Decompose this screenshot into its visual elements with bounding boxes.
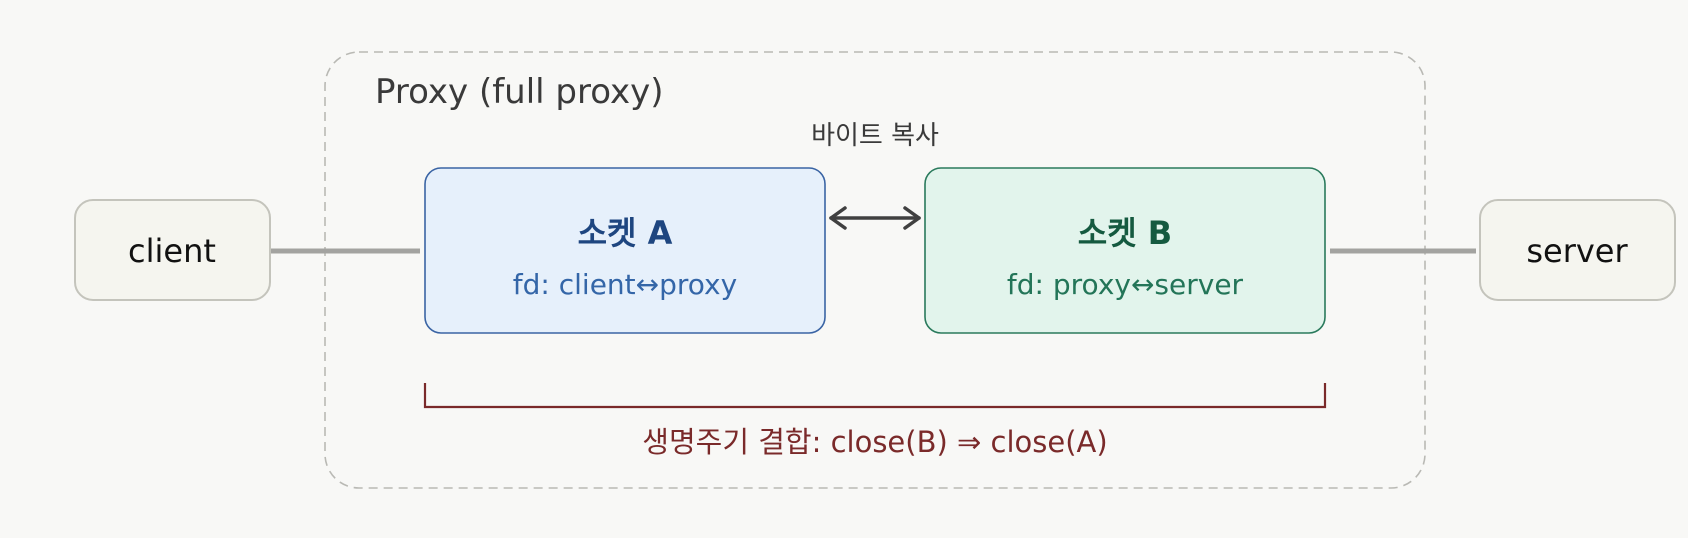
socket-b-fd: fd: proxy↔server: [1007, 268, 1244, 301]
byte-copy-label: 바이트 복사: [811, 121, 939, 151]
proxy-group-border: [324, 51, 1426, 489]
client-label: client: [128, 232, 216, 270]
server-node: [1479, 199, 1676, 301]
bidirectional-arrow-icon: [829, 206, 921, 230]
lifecycle-label: 생명주기 결합: close(B) ⇒ close(A): [642, 425, 1107, 459]
client-node: [74, 199, 271, 301]
socket-a-fd: fd: client↔proxy: [513, 268, 737, 301]
socket-b-title: 소켓 B: [1078, 214, 1172, 252]
server-label: server: [1526, 232, 1628, 270]
lifecycle-bracket: [423, 383, 1327, 409]
proxy-group-title: Proxy (full proxy): [375, 72, 664, 112]
socket-b-box: [924, 167, 1326, 334]
socket-a-title: 소켓 A: [578, 214, 673, 252]
socket-a-box: [424, 167, 826, 334]
